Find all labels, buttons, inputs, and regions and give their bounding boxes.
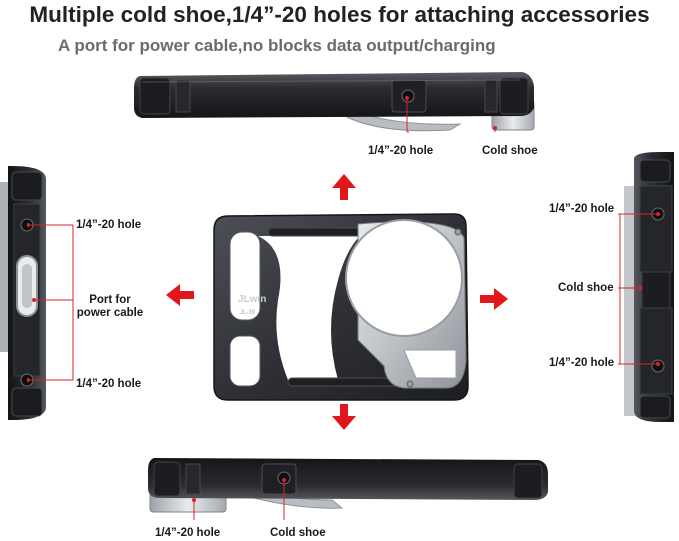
arrow-up-icon <box>332 174 356 200</box>
right-top-hole-label: 1/4”-20 hole <box>549 203 615 215</box>
top-hole-icon <box>401 89 415 103</box>
bottom-leaders <box>192 478 286 520</box>
right-bottom-hole-label: 1/4”-20 hole <box>549 357 615 369</box>
left-view-illustration <box>0 166 46 420</box>
right-leaders <box>618 212 660 366</box>
bottom-hole-label: 1/4”-20 hole <box>155 527 221 539</box>
arrow-left-icon <box>166 284 194 306</box>
front-view-illustration: JLwin JL-39 <box>213 213 469 401</box>
left-port-label-line1: Port for <box>89 294 131 306</box>
left-leaders <box>27 223 74 382</box>
headline: Multiple cold shoe,1/4”-20 holes for att… <box>29 2 650 27</box>
left-top-hole-label: 1/4”-20 hole <box>76 219 142 231</box>
right-view-illustration <box>624 152 674 422</box>
top-hole-label: 1/4”-20 hole <box>368 145 434 157</box>
top-leaders <box>405 96 497 133</box>
arrow-right-icon <box>480 288 508 310</box>
right-shoe-label: Cold shoe <box>558 282 614 294</box>
top-view-illustration <box>134 72 535 132</box>
arrow-down-icon <box>332 404 356 430</box>
front-brand-text: JLwin <box>238 294 266 305</box>
bottom-shoe-label: Cold shoe <box>270 527 326 539</box>
left-bottom-hole-label: 1/4”-20 hole <box>76 378 142 390</box>
left-port-label-line2: power cable <box>76 307 144 319</box>
subline: A port for power cable,no blocks data ou… <box>58 36 496 55</box>
front-model-text: JL-39 <box>240 310 256 316</box>
bottom-view-illustration <box>148 458 548 513</box>
top-shoe-label: Cold shoe <box>482 145 538 157</box>
